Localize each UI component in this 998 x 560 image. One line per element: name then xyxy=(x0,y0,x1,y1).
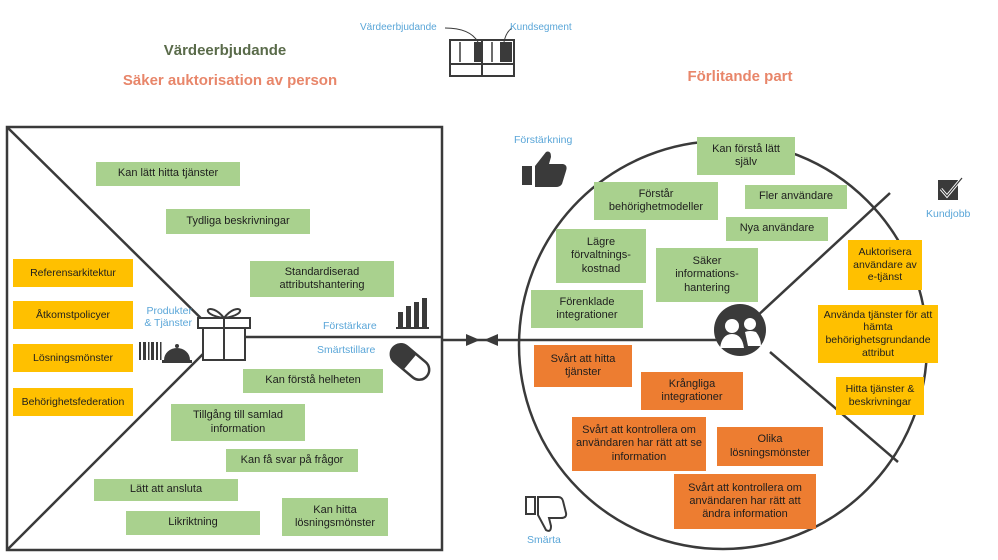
legend-customer-segment: Kundsegment xyxy=(510,22,572,33)
gain-creators-label: Förstärkare xyxy=(323,320,377,332)
customer-job-note: Hitta tjänster & beskrivningar xyxy=(836,377,924,415)
pain-note: Svårt att kontrollera om användaren har … xyxy=(674,474,816,529)
gain-creator-note: Tydliga beskrivningar xyxy=(166,209,310,234)
gain-note: Säker informations-hantering xyxy=(656,248,758,302)
connector-arrow-right xyxy=(466,334,480,346)
pain-note: Svårt att kontrollera om användaren har … xyxy=(572,417,706,471)
pain-reliever-note: Kan få svar på frågor xyxy=(226,449,358,472)
gain-creator-note: Kan lätt hitta tjänster xyxy=(96,162,240,186)
gain-creator-note: Standardiserad attributshantering xyxy=(250,261,394,297)
barcode-icon xyxy=(139,342,162,360)
pain-note: Krångliga integrationer xyxy=(641,372,743,410)
legend-value-proposition: Värdeerbjudande xyxy=(360,22,437,33)
product-note: Behörighetsfederation xyxy=(13,388,133,416)
pain-reliever-note: Kan förstå helheten xyxy=(243,369,383,393)
pill-icon xyxy=(389,343,431,381)
customer-job-note: Använda tjänster för att hämta behörighe… xyxy=(818,305,938,363)
square-diagonal-bottom xyxy=(6,336,221,551)
gift-icon xyxy=(197,308,251,361)
customer-jobs-label: Kundjobb xyxy=(926,208,971,220)
pain-reliever-note: Kan hitta lösningsmönster xyxy=(282,498,388,536)
mini-canvas-icon xyxy=(444,27,515,77)
pain-note: Olika lösningsmönster xyxy=(717,427,823,466)
pain-reliever-note: Lätt att ansluta xyxy=(94,479,238,501)
product-note: Referensarkitektur xyxy=(13,259,133,287)
value-proposition-subtitle: Säker auktorisation av person xyxy=(122,72,338,89)
pain-relievers-label: Smärtstillare xyxy=(317,344,376,356)
gains-label: Förstärkning xyxy=(514,134,573,146)
gain-note: Förstår behörighetmodeller xyxy=(594,182,718,220)
gain-note: Lägre förvaltnings-kostnad xyxy=(556,229,646,283)
product-note: Åtkomstpolicyer xyxy=(13,301,133,329)
products-services-label: Produkter & Tjänster xyxy=(144,305,192,330)
pain-note: Svårt att hitta tjänster xyxy=(534,345,632,387)
gain-note: Fler användare xyxy=(745,185,847,209)
people-icon xyxy=(714,304,766,356)
pains-label: Smärta xyxy=(527,534,561,546)
customer-job-note: Auktorisera användare av e-tjänst xyxy=(848,240,922,290)
gain-note: Nya användare xyxy=(726,217,828,241)
value-proposition-heading: Värdeerbjudande xyxy=(163,42,287,59)
service-bell-icon xyxy=(162,344,192,363)
thumbs-up-icon xyxy=(522,151,567,187)
circle-divider-bottom xyxy=(769,351,899,463)
pain-reliever-note: Tillgång till samlad information xyxy=(171,404,305,441)
product-note: Lösningsmönster xyxy=(13,344,133,372)
bar-chart-icon xyxy=(396,298,429,329)
square-diagonal-top xyxy=(6,126,221,338)
gain-note: Förenklade integrationer xyxy=(531,290,643,328)
customer-segment-heading: Förlitande part xyxy=(687,68,793,85)
pain-reliever-note: Likriktning xyxy=(126,511,260,535)
checkbox-icon xyxy=(938,177,964,200)
thumbs-down-icon xyxy=(525,496,568,532)
connector-arrow-left xyxy=(484,334,498,346)
gain-note: Kan förstå lätt själv xyxy=(697,137,795,175)
circle-divider-top xyxy=(741,192,891,331)
value-proposition-square xyxy=(5,125,444,552)
